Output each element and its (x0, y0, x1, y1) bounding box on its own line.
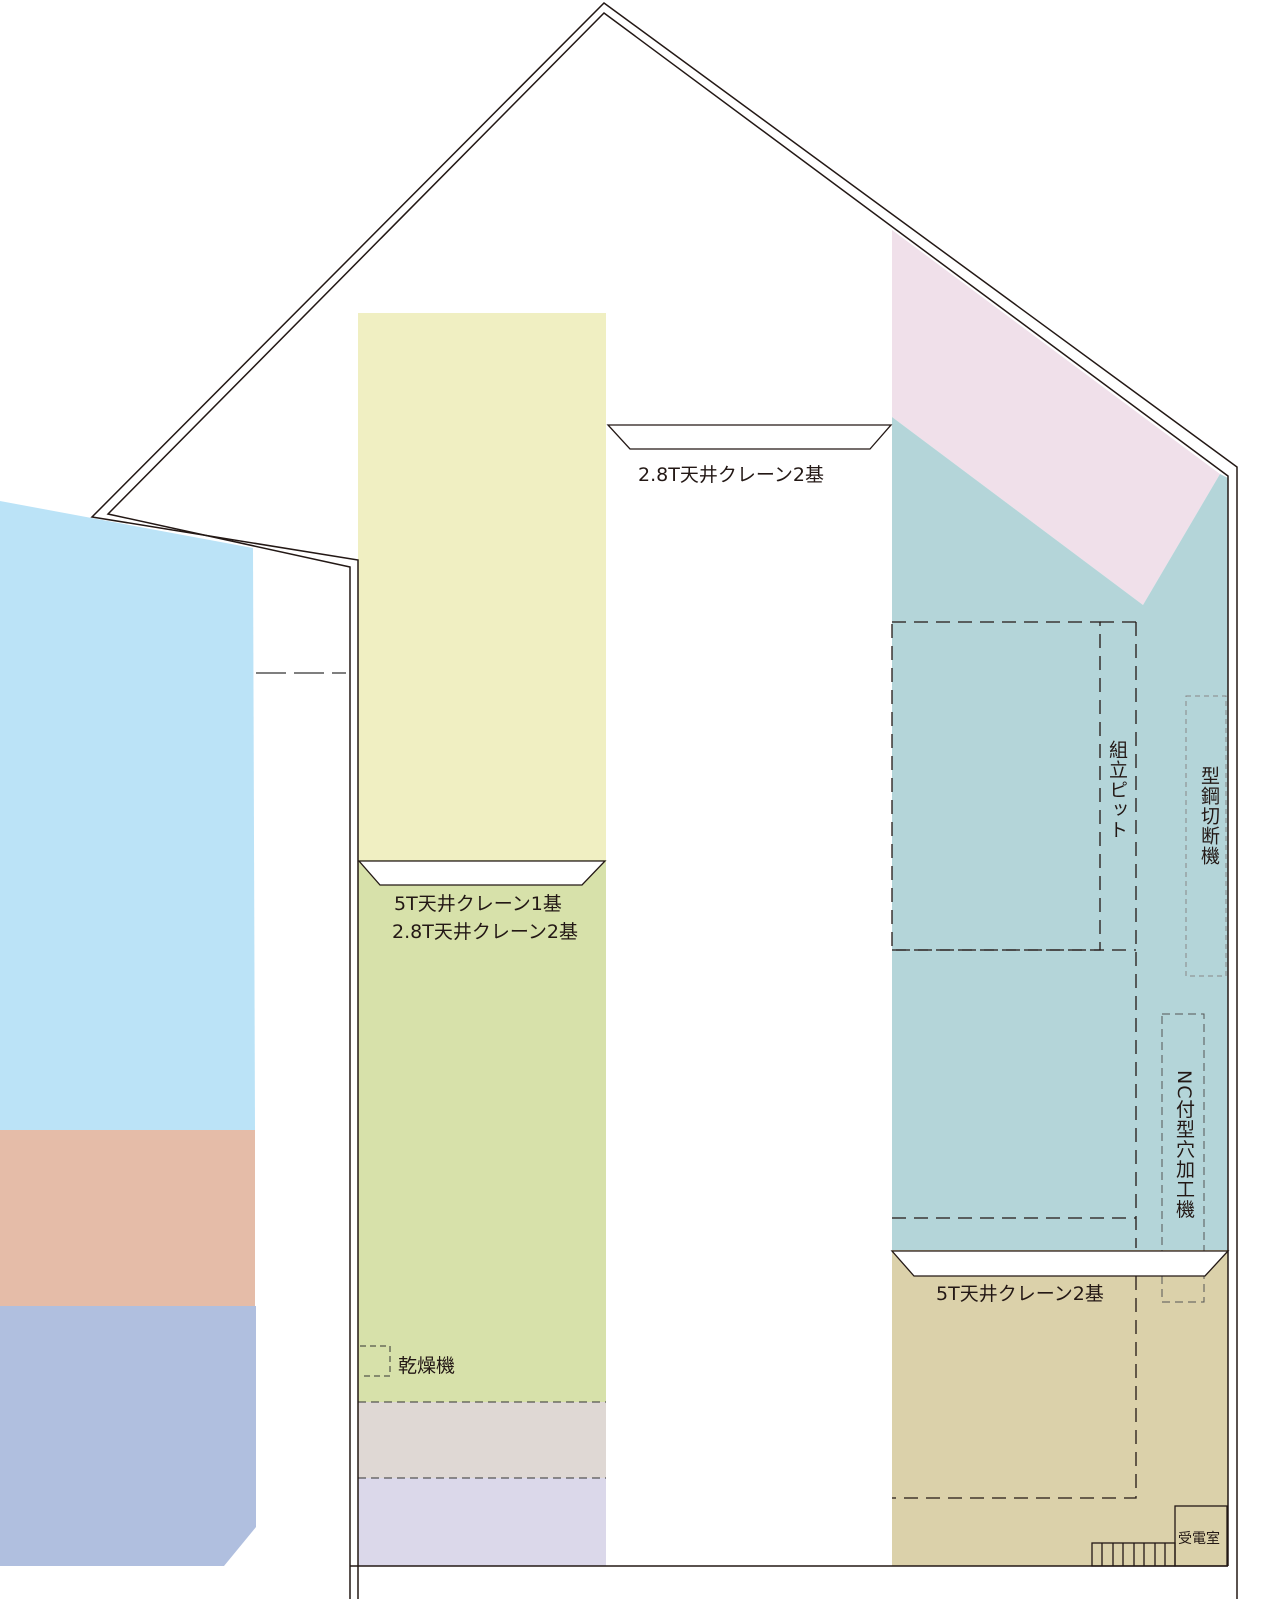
zone-office-blue (0, 501, 255, 1130)
label-crane-left-1: 5T天井クレーン1基 (394, 893, 562, 915)
zone-yellow (358, 313, 606, 860)
zone-tan (892, 1250, 1228, 1566)
label-steel-cutter: 型鋼切断機 (1198, 766, 1220, 866)
zone-green (358, 860, 606, 1402)
zone-teal (892, 417, 1228, 1250)
zone-grey (358, 1402, 606, 1478)
label-substation: 受電室 (1178, 1531, 1220, 1547)
building-outline (90, 2, 1238, 1599)
label-crane-right: 5T天井クレーン2基 (936, 1283, 1104, 1305)
label-crane-left-2: 2.8T天井クレーン2基 (392, 921, 578, 943)
label-nc-drill: NC付型穴加工機 (1173, 1070, 1195, 1220)
nc-drill-outline (1161, 1013, 1205, 1303)
crane-right (890, 1250, 1230, 1277)
crane-center (606, 424, 893, 450)
zone-pink (892, 230, 1220, 605)
steel-cutter-outline (1185, 695, 1227, 977)
label-assembly-pit: 組立ピット (1106, 740, 1128, 840)
label-crane-center: 2.8T天井クレーン2基 (638, 464, 824, 486)
label-dryer: 乾燥機 (398, 1355, 456, 1377)
zone-periwinkle (0, 1306, 256, 1566)
zone-lavender (358, 1478, 606, 1566)
dryer-outline (360, 1345, 391, 1377)
zone-salmon (0, 1130, 255, 1306)
dashed-outlines (891, 621, 1137, 1499)
crane-left (357, 860, 607, 886)
